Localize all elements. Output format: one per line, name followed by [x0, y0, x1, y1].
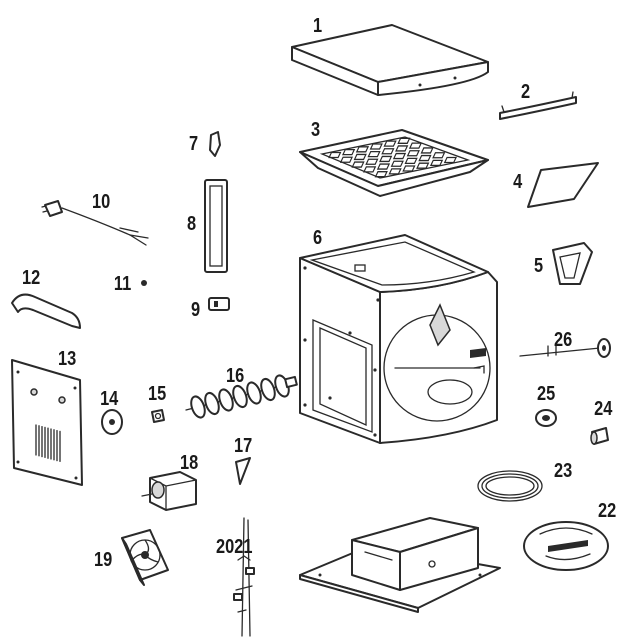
tray-cell: [379, 155, 393, 163]
auger-flight: [246, 381, 262, 405]
tray-cell: [383, 140, 397, 147]
label-8: 8: [187, 211, 196, 234]
label-26: 26: [554, 327, 572, 350]
tray-cell: [353, 153, 367, 161]
tray-cell: [374, 171, 388, 178]
tray-cell: [397, 137, 411, 144]
part-15-nut: [151, 409, 165, 423]
tray-cell: [429, 159, 444, 167]
tray-cell: [406, 150, 420, 157]
part-23-seal-ring: [477, 470, 543, 502]
tray-cell: [376, 163, 391, 170]
tray-cell: [388, 168, 402, 175]
label-18: 18: [180, 450, 198, 473]
part-14-washer: [101, 409, 123, 435]
tray-cell: [365, 158, 379, 165]
label-16: 16: [226, 363, 244, 386]
part-9-switch: [208, 297, 230, 311]
part-12-handle: [11, 293, 81, 329]
part-base-plate: [299, 517, 501, 613]
label-25: 25: [537, 381, 555, 404]
tray-cell: [392, 152, 407, 160]
part-22-cover: [523, 521, 609, 571]
part-24-bushing: [590, 427, 609, 445]
tray-cell: [339, 156, 354, 163]
part-13-back-panel: [11, 359, 83, 486]
tray-cell: [432, 152, 446, 159]
label-22: 22: [598, 498, 616, 521]
tray-cell: [367, 150, 381, 158]
tray-cell: [402, 165, 416, 172]
part-26-shaft: [519, 338, 611, 358]
label-10: 10: [92, 189, 110, 212]
part-4-plate: [527, 162, 599, 208]
part-2-handle: [499, 91, 577, 120]
part-10-power-cord: [41, 200, 149, 246]
label-13: 13: [58, 346, 76, 369]
label-23: 23: [554, 458, 572, 481]
tray-cell: [395, 145, 409, 152]
part-3-tray: [299, 129, 489, 197]
tray-cell: [408, 142, 423, 149]
tray-cell: [418, 154, 432, 162]
part-8-strip: [204, 179, 228, 273]
auger-flight: [218, 388, 234, 412]
label-17: 17: [234, 433, 252, 456]
tray-cell: [341, 148, 356, 156]
tray-cell: [363, 166, 377, 173]
tray-cell: [355, 146, 370, 153]
tray-cell: [416, 162, 430, 169]
tray-cell: [443, 156, 457, 164]
tray-cell: [328, 151, 342, 159]
part-6-housing: [299, 234, 498, 444]
label-20-21: 2021: [216, 534, 252, 557]
label-1: 1: [313, 13, 322, 36]
part-16-auger: [185, 374, 298, 419]
label-11: 11: [114, 271, 131, 294]
label-15: 15: [148, 381, 166, 404]
tray-cell: [369, 143, 383, 150]
label-9: 9: [191, 297, 200, 320]
label-7: 7: [189, 131, 198, 154]
part-5-bracket: [552, 242, 593, 285]
label-12: 12: [22, 265, 40, 288]
part-20-21-wiring: [233, 517, 255, 637]
label-2: 2: [521, 79, 530, 102]
label-5: 5: [534, 253, 543, 276]
part-25-bearing: [535, 409, 557, 427]
label-24: 24: [594, 396, 613, 419]
tray-cell: [404, 157, 418, 165]
label-6: 6: [313, 225, 322, 248]
auger-flight: [232, 384, 248, 409]
part-18-motor: [141, 471, 197, 511]
tray-cell: [390, 160, 404, 167]
part-17-wedge: [235, 457, 251, 485]
auger-flight: [260, 377, 276, 402]
auger-flight: [204, 391, 220, 416]
label-14: 14: [100, 386, 119, 409]
part-1-lid: [291, 24, 489, 96]
tray-cell: [381, 148, 395, 155]
part-7-clip: [209, 131, 221, 157]
label-4: 4: [513, 169, 523, 192]
label-19: 19: [94, 547, 112, 570]
tray-cell: [420, 147, 434, 154]
label-3: 3: [311, 117, 320, 140]
part-11-screw: [141, 280, 147, 286]
part-19-fan: [121, 529, 169, 586]
auger-flight: [190, 395, 206, 419]
tray-cell: [351, 161, 365, 168]
